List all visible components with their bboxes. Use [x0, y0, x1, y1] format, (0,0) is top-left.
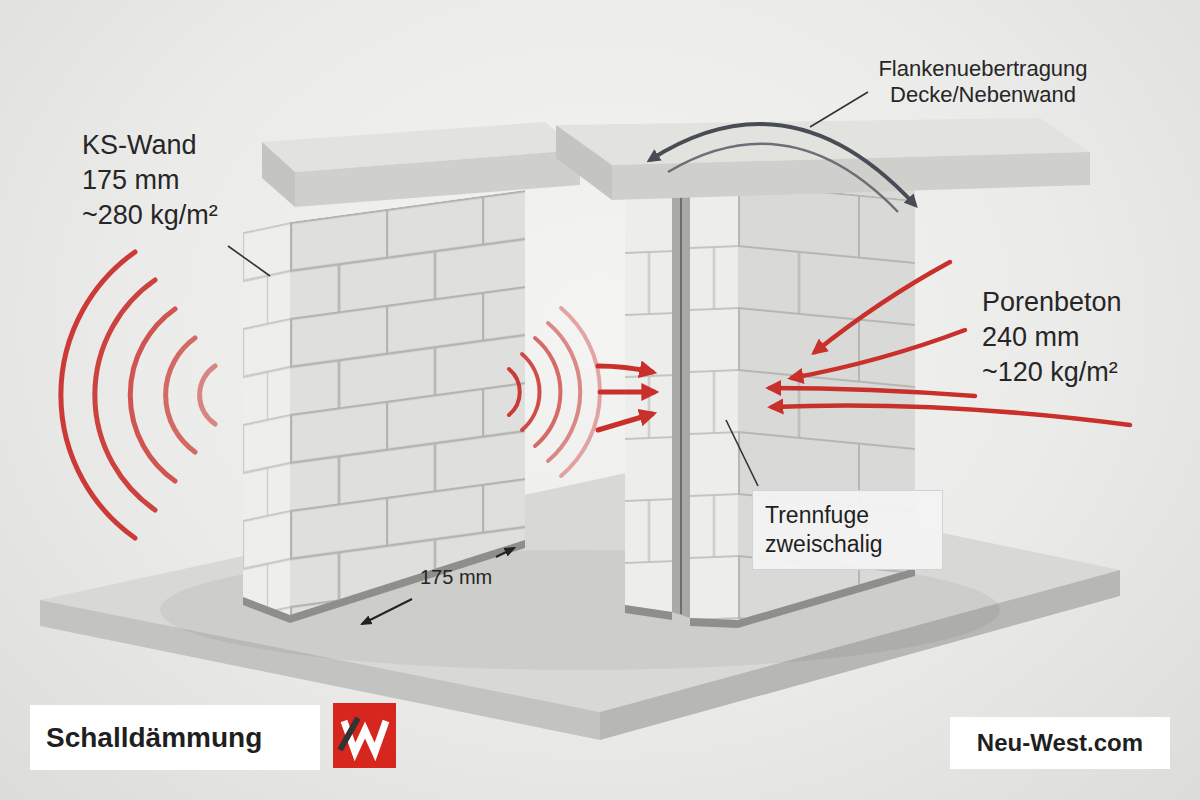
sound-waves-left: [61, 252, 215, 538]
node-text: Neu-West.com: [977, 729, 1143, 758]
flanking-label: Flankenuebertragung Decke/Nebenwand: [872, 56, 1094, 109]
leader-line: [810, 92, 868, 127]
flanking-arrow: [650, 124, 915, 205]
material-label: Porenbeton 240 mm ~120 kg/m²: [982, 285, 1134, 390]
node-text: Trennfuge zweischalig: [765, 501, 930, 559]
dimension-line: [362, 599, 412, 624]
dimension-label: 175 mm: [420, 565, 492, 589]
left-leaf-base: [625, 605, 672, 620]
node-text: Schalldämmung: [46, 721, 262, 755]
title-badge: Schalldämmung: [30, 705, 320, 770]
flanking-arrow-inner: [668, 144, 898, 212]
leader-line: [228, 246, 270, 276]
separation-joint: [672, 186, 690, 618]
ks-slab-front: [295, 150, 580, 207]
wall-label: KS-Wand 175 mm ~280 kg/m²: [82, 128, 227, 233]
floor-slab-top: [40, 470, 1120, 712]
ks-wall-end-face: [243, 221, 293, 632]
left-leaf-end-face: [625, 188, 673, 630]
right-leaf-base: [690, 568, 915, 628]
porenbeton-long-face: [738, 183, 918, 660]
sound-waves-middle: [509, 308, 600, 476]
leader-line: [726, 420, 758, 486]
ks-wall-base: [243, 540, 525, 623]
logo: [333, 703, 396, 768]
ks-wall-long-face: [290, 189, 530, 662]
callout-box: Trennfuge zweischalig: [752, 490, 943, 570]
right-leaf-end-face: [690, 183, 738, 625]
website-badge: Neu-West.com: [950, 717, 1170, 769]
dimension-line: [496, 548, 514, 557]
ks-slab-end: [262, 142, 295, 207]
joint-line: [680, 190, 682, 614]
right-slab-end: [556, 125, 612, 200]
direct-sound-arrows: [598, 366, 654, 430]
right-slab-front: [612, 152, 1090, 200]
